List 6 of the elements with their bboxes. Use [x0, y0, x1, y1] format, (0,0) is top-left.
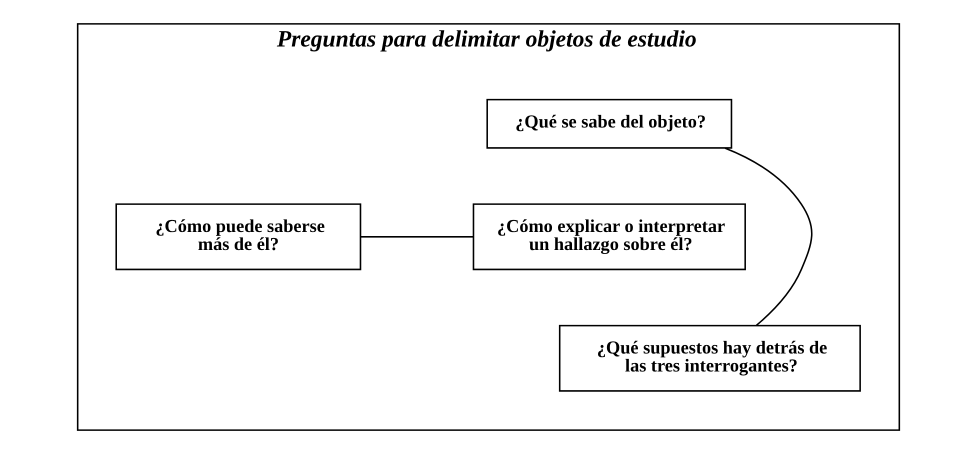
node-box: ¿Qué se sabe del objeto? [486, 98, 732, 149]
node-box: ¿Qué supuestos hay detrás de las tres interrogantes? [558, 324, 860, 392]
node-box: ¿Cómo explicar o interpretar un hallazgo sobre él? [472, 203, 746, 270]
node-box: ¿Cómo puede saberse más de él? [114, 203, 361, 270]
connector [724, 147, 812, 326]
connector [360, 236, 473, 238]
